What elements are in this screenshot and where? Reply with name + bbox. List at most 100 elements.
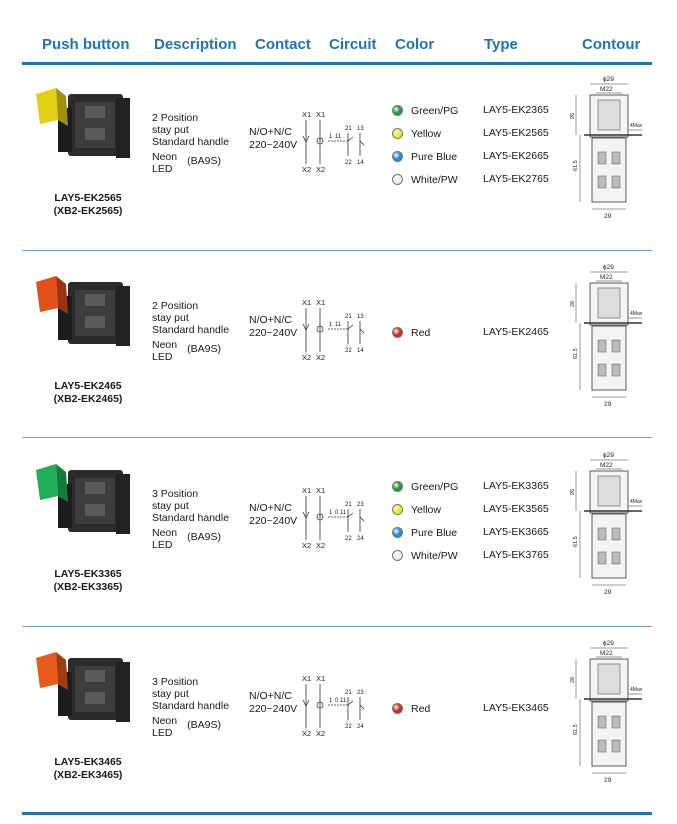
circuit-c1: 1 xyxy=(329,322,333,328)
circuit-x2a: X2 xyxy=(302,353,311,362)
contour-diameter: ϕ29 xyxy=(603,640,614,647)
type-code: LAY5-EK2465 xyxy=(483,326,549,338)
contour-height-top: 26 xyxy=(570,301,576,307)
circuit-c6: 24 xyxy=(357,724,364,730)
type-code: LAY5-EK2565 xyxy=(483,127,549,139)
contour-thread: M22 xyxy=(600,86,613,93)
circuit-x1a: X1 xyxy=(302,486,311,495)
contour-drawing: ϕ29 M22 4Max 26 61.5 29 xyxy=(570,640,643,784)
contour-width: 29 xyxy=(604,777,612,784)
circuit-c6: 24 xyxy=(357,536,364,542)
desc-neon: Neon xyxy=(152,151,178,163)
color-option: Yellow xyxy=(392,122,458,145)
desc-neon: Neon xyxy=(152,715,178,727)
circuit-c3: 21 xyxy=(345,126,352,132)
desc-stay-put: stay put xyxy=(152,500,189,512)
color-dot-icon xyxy=(392,504,403,515)
desc-position: 3 Position xyxy=(152,676,199,688)
color-label: Pure Blue xyxy=(411,150,458,163)
product-row: LAY5-EK3365 (XB2-EK3365) 3 Position stay… xyxy=(0,440,677,626)
contour-thread: M22 xyxy=(600,650,613,657)
circuit-diagram: X1 X1 X2 X2 1 11 21 13 22 14 xyxy=(302,110,364,174)
contour-max: 4Max xyxy=(630,499,643,505)
header-contour: Contour xyxy=(582,36,641,53)
circuit-c5: 22 xyxy=(345,536,352,542)
header-push-button: Push button xyxy=(42,36,130,53)
desc-handle: Standard handle xyxy=(152,324,230,336)
contour-drawing: ϕ29 M22 4Max 26 61.5 29 xyxy=(570,264,643,408)
color-dot-icon xyxy=(392,527,403,538)
color-dot-icon xyxy=(392,703,403,714)
circuit-c1: 1 xyxy=(329,510,333,516)
desc-led: LED xyxy=(152,539,173,551)
model-code: LAY5-EK3465 xyxy=(54,756,122,768)
push-button-photo xyxy=(36,464,130,534)
contact: N/O+N/C 220~240V xyxy=(249,126,297,152)
color-option: Red xyxy=(392,321,430,344)
circuit-x1a: X1 xyxy=(302,298,311,307)
product-row: LAY5-EK2465 (XB2-EK2465) 2 Position stay… xyxy=(0,252,677,438)
desc-ba9s: (BA9S) xyxy=(187,719,221,731)
color-label: Yellow xyxy=(411,127,441,140)
contact-voltage: 220~240V xyxy=(249,327,298,339)
contour-height-bottom: 61.5 xyxy=(573,536,579,547)
contour-thread: M22 xyxy=(600,274,613,281)
desc-handle: Standard handle xyxy=(152,700,230,712)
contour-height-bottom: 61.5 xyxy=(573,348,579,359)
header-color: Color xyxy=(395,36,435,53)
push-button-photo xyxy=(36,652,130,722)
header-rule xyxy=(22,62,652,65)
circuit-c3: 21 xyxy=(345,314,352,320)
contour-drawing: ϕ29 M22 4Max 26 61.5 29 xyxy=(570,452,643,596)
color-dot-icon xyxy=(392,174,403,185)
description: 3 Position stay put Standard handle Neon… xyxy=(152,488,229,551)
contour-diameter: ϕ29 xyxy=(603,264,614,271)
push-button-photo xyxy=(36,88,130,158)
header-circuit: Circuit xyxy=(329,36,377,53)
color-option: White/PW xyxy=(392,168,458,191)
contour-height-bottom: 61.5 xyxy=(573,724,579,735)
type-code: LAY5-EK3365 xyxy=(483,480,549,492)
color-label: White/PW xyxy=(411,173,458,186)
contact-type: N/O+N/C xyxy=(249,690,292,702)
contour-width: 29 xyxy=(604,213,612,220)
circuit-x2b: X2 xyxy=(316,165,325,174)
color-dot-icon xyxy=(392,151,403,162)
alt-model-code: (XB2-EK2565) xyxy=(53,205,123,217)
color-label: Red xyxy=(411,702,431,715)
desc-ba9s: (BA9S) xyxy=(187,531,221,543)
desc-position: 3 Position xyxy=(152,488,199,500)
circuit-c3: 21 xyxy=(345,690,352,696)
desc-ba9s: (BA9S) xyxy=(187,155,221,167)
model-code: LAY5-EK3365 xyxy=(54,568,122,580)
contour-drawing: ϕ29 M22 4Max 26 61.5 29 xyxy=(570,76,643,220)
row-divider xyxy=(22,437,652,438)
circuit-c2: 11 xyxy=(335,322,342,328)
desc-led: LED xyxy=(152,351,173,363)
contour-diameter: ϕ29 xyxy=(603,76,614,83)
circuit-diagram: X1 X1 X2 X2 1 0 11 21 23 22 24 xyxy=(302,674,364,738)
description: 2 Position stay put Standard handle Neon… xyxy=(152,112,229,175)
type-code: LAY5-EK2665 xyxy=(483,150,549,162)
circuit-c4: 13 xyxy=(357,126,364,132)
color-label: Green/PG xyxy=(411,480,459,493)
contact-voltage: 220~240V xyxy=(249,515,298,527)
row-divider xyxy=(22,250,652,251)
circuit-c4: 23 xyxy=(357,502,364,508)
contour-height-top: 26 xyxy=(570,489,576,495)
color-dot-icon xyxy=(392,105,403,116)
alt-model-code: (XB2-EK3365) xyxy=(53,581,123,593)
color-dot-icon xyxy=(392,327,403,338)
circuit-c1: 1 xyxy=(329,134,333,140)
type-list: LAY5-EK3465 xyxy=(483,697,549,720)
contour-diameter: ϕ29 xyxy=(603,452,614,459)
desc-stay-put: stay put xyxy=(152,688,189,700)
desc-neon: Neon xyxy=(152,527,178,539)
color-label: Red xyxy=(411,326,431,339)
circuit-x2b: X2 xyxy=(316,353,325,362)
desc-led: LED xyxy=(152,727,173,739)
type-code: LAY5-EK2765 xyxy=(483,173,549,185)
circuit-c4: 23 xyxy=(357,690,364,696)
